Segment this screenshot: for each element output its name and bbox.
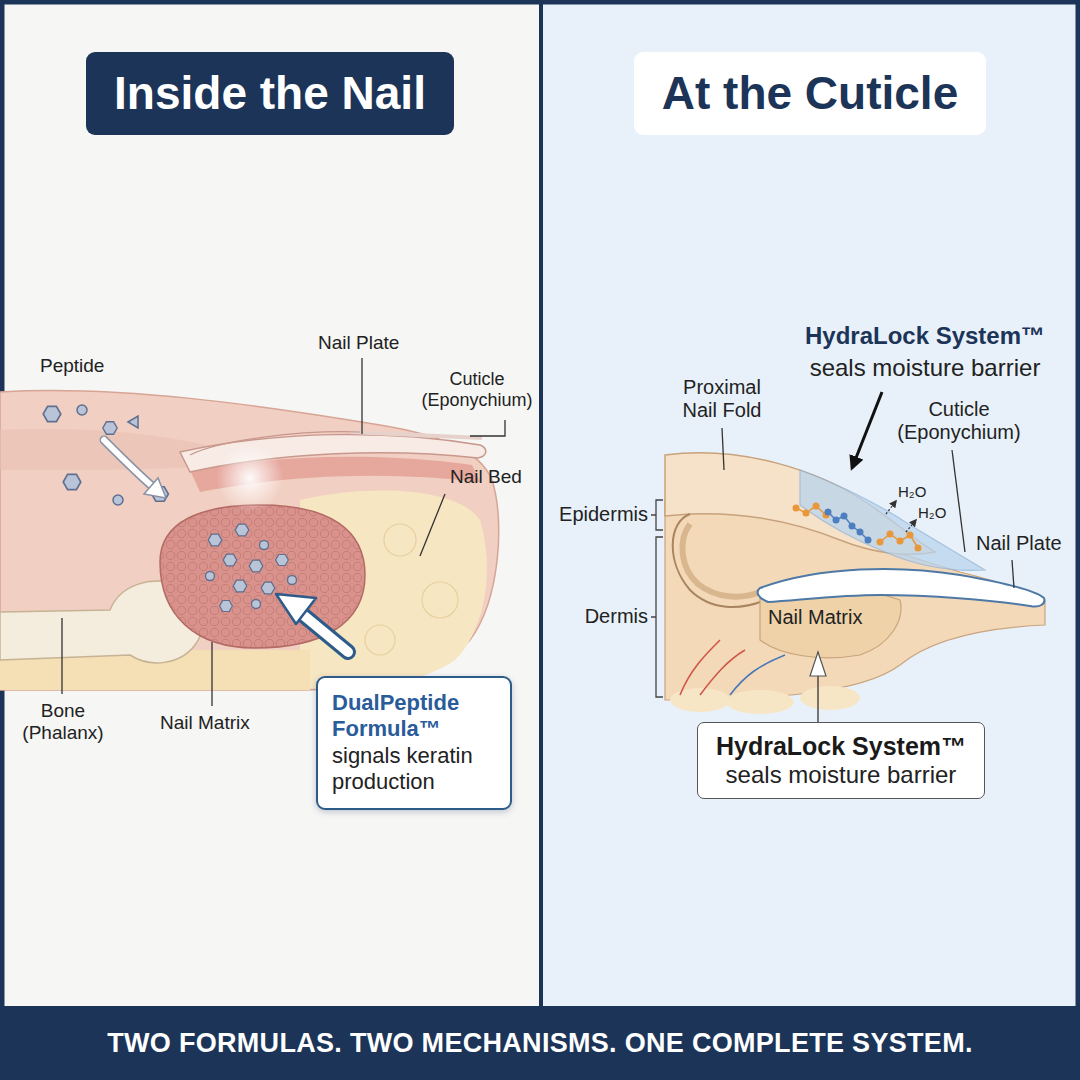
part-label: Cuticle (Eponychium) xyxy=(888,398,1030,444)
callout-text: seals moisture barrier xyxy=(775,354,1075,382)
layer-label: Dermis xyxy=(540,605,648,628)
panel-title: At the Cuticle xyxy=(634,52,986,135)
part-label: Nail Bed xyxy=(450,466,534,488)
callout-box: DualPeptide Formula™signals keratin prod… xyxy=(316,676,512,810)
part-label: Nail Matrix xyxy=(160,712,280,734)
part-label: Bone (Phalanx) xyxy=(16,700,110,744)
part-label: Cuticle (Eponychium) xyxy=(418,369,536,410)
node-heading: DualPeptide Formula™ xyxy=(332,690,496,743)
node-heading: At the Cuticle xyxy=(662,66,958,121)
node-heading: HydraLock System™ xyxy=(716,731,966,761)
part-label: Proximal Nail Fold xyxy=(667,376,777,422)
molecule-label: H₂O xyxy=(898,483,938,500)
part-label: Nail Matrix xyxy=(768,606,888,629)
panel-title: Inside the Nail xyxy=(86,52,454,135)
layer-label: Epidermis xyxy=(540,503,648,526)
banner: TWO FORMULAS. TWO MECHANISMS. ONE COMPLE… xyxy=(0,1006,1080,1080)
part-label: Peptide xyxy=(40,355,150,377)
molecule-label: H₂O xyxy=(918,504,958,521)
node-body: seals moisture barrier xyxy=(716,761,966,790)
node-heading: TWO FORMULAS. TWO MECHANISMS. ONE COMPLE… xyxy=(107,1027,973,1059)
node-body: signals keratin production xyxy=(332,743,496,796)
part-label: Nail Plate xyxy=(318,332,418,354)
node-heading: Inside the Nail xyxy=(114,66,426,121)
callout-box: HydraLock System™seals moisture barrier xyxy=(697,722,985,799)
callout-heading: HydraLock System™ xyxy=(775,322,1075,350)
part-label: Nail Plate xyxy=(976,532,1074,555)
